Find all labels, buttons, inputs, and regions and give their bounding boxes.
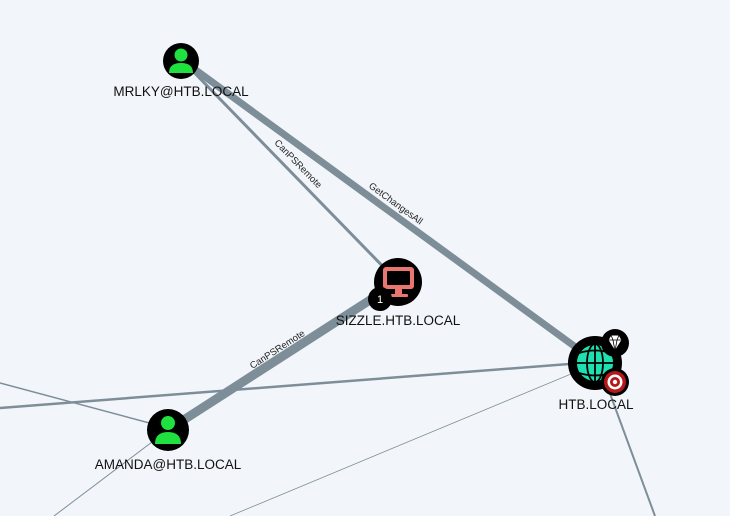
edge-offscreen-1[interactable] [0, 382, 169, 429]
node-sizzle[interactable]: 1 SIZZLE.HTB.LOCAL [336, 258, 461, 328]
node-mrlky[interactable]: MRLKY@HTB.LOCAL [113, 43, 249, 99]
session-count-badge: 1 [368, 287, 392, 311]
node-label-amanda: AMANDA@HTB.LOCAL [95, 457, 242, 472]
node-amanda[interactable]: AMANDA@HTB.LOCAL [95, 409, 242, 472]
edges-background [0, 360, 656, 516]
edge-offscreen-4[interactable] [229, 363, 596, 516]
user-icon [169, 48, 193, 73]
edge-amanda-sizzle[interactable]: CanPSRemote [165, 278, 401, 434]
session-count: 1 [377, 294, 383, 306]
node-label-htb: HTB.LOCAL [558, 397, 634, 412]
globe-icon [575, 343, 615, 383]
edge-offscreen-2[interactable] [0, 360, 596, 410]
node-htb[interactable]: HTB.LOCAL [558, 329, 634, 412]
node-label-mrlky: MRLKY@HTB.LOCAL [113, 84, 249, 99]
edge-offscreen-5[interactable] [604, 379, 656, 516]
target-icon [601, 368, 629, 396]
computer-icon [383, 267, 414, 297]
gem-icon [601, 329, 629, 357]
user-icon [155, 416, 181, 444]
node-label-sizzle: SIZZLE.HTB.LOCAL [336, 313, 461, 328]
edge-offscreen-3[interactable] [53, 429, 169, 516]
